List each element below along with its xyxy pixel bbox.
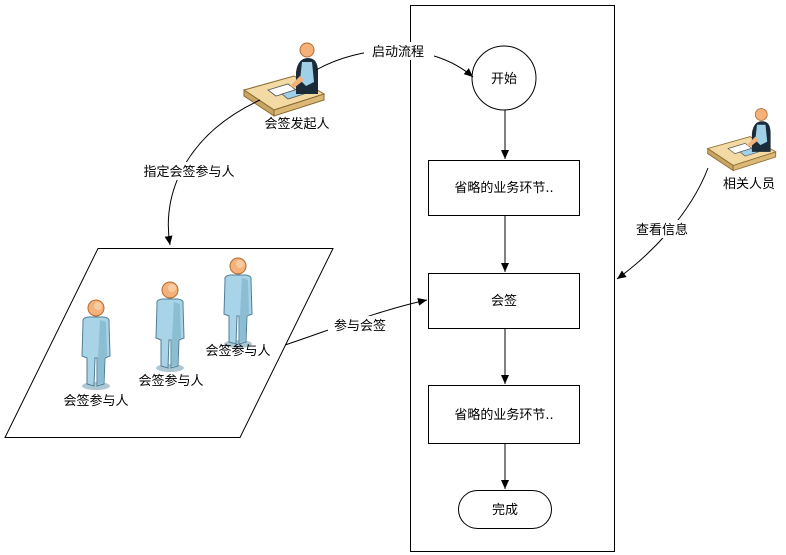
- edge-assign-participants: [164, 99, 261, 246]
- step1-node: [428, 160, 580, 216]
- countersign-label: 会签: [491, 293, 517, 309]
- initiator-icon: [243, 42, 325, 117]
- participant-label: 会签参与人: [63, 393, 128, 409]
- step1-label: 省略的业务环节..: [454, 180, 553, 196]
- end-label: 完成: [492, 503, 518, 518]
- related-person-label: 相关人员: [723, 177, 775, 192]
- participant-label: 会签参与人: [205, 343, 270, 359]
- start-label: 开始: [491, 72, 517, 87]
- edge-assign-participants-label: 指定会签参与人: [143, 164, 234, 180]
- edge-start-process-label: 启动流程: [372, 45, 424, 60]
- initiator-label: 会签发起人: [264, 116, 329, 132]
- start-node: [471, 45, 537, 111]
- participant-label: 会签参与人: [138, 373, 203, 389]
- countersign-node: [428, 273, 580, 329]
- step2-node: [428, 385, 580, 444]
- edge-join-countersign-label: 参与会签: [334, 318, 386, 334]
- related-person-icon: [707, 108, 777, 172]
- edge-view-info-label: 查看信息: [636, 222, 688, 238]
- end-node: [458, 490, 552, 529]
- step2-label: 省略的业务环节..: [454, 407, 553, 423]
